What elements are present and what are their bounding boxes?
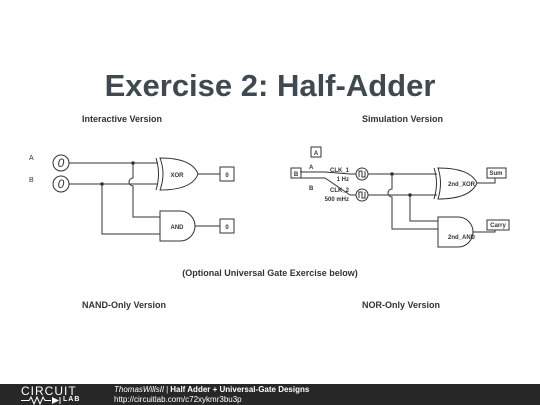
- wire-a-label: A: [309, 165, 314, 171]
- circuit-diagrams: A B 0 0 XOR AND 0 0: [29, 146, 510, 248]
- nand-only-heading: NAND-Only Version: [82, 300, 167, 310]
- sim-and-gate: [437, 216, 474, 248]
- flag-b-label: B: [294, 172, 299, 178]
- wire-clk1-to-and: [387, 174, 438, 230]
- logo-circuit-text: CIRCUIT: [21, 384, 77, 398]
- simulation-version-heading: Simulation Version: [362, 114, 444, 124]
- sum-label: Sum: [489, 171, 502, 177]
- carry-label: Carry: [490, 223, 506, 229]
- clk-2-wave-icon: [358, 191, 366, 199]
- footer-info: ThomasWillsII|Half Adder + Universal-Gat…: [114, 385, 309, 405]
- nor-only-heading: NOR-Only Version: [362, 300, 441, 310]
- wire-a-to-and: [128, 163, 160, 218]
- simulation-junctions: [390, 172, 412, 197]
- sim-xor-label: 2nd_XOR: [448, 182, 476, 188]
- and-output-value: 0: [225, 225, 229, 231]
- wire-b-label: B: [309, 186, 314, 192]
- sim-junction-b: [408, 193, 412, 197]
- input-a-label: A: [29, 155, 34, 162]
- carry-flag: [486, 219, 510, 231]
- sim-xor-back-arc: [433, 167, 437, 200]
- interactive-version-heading: Interactive Version: [82, 114, 163, 124]
- xor-gate: [159, 157, 199, 191]
- interactive-junctions: [100, 161, 135, 186]
- sum-flag: [486, 167, 507, 179]
- sim-xor-gate: [437, 167, 478, 200]
- clk-2-frequency: 500 mHz: [325, 197, 349, 203]
- wire-sum: [477, 178, 496, 184]
- input-b-label: B: [29, 177, 34, 184]
- junction-a: [131, 161, 135, 165]
- and-gate-label: AND: [171, 225, 185, 231]
- and-output-probe: [219, 218, 235, 234]
- design-url[interactable]: http://circuitlab.com/c72xykmr3bu3p: [114, 395, 242, 404]
- wire-b-to-and: [101, 184, 160, 235]
- interactive-circuit: [52, 154, 235, 242]
- optional-exercise-note: (Optional Universal Gate Exercise below): [182, 268, 358, 278]
- toggle-input-a[interactable]: [52, 154, 70, 172]
- author-name[interactable]: ThomasWillsII: [114, 385, 165, 394]
- flag-a: [310, 146, 322, 158]
- wire-clk2-to-and: [409, 195, 438, 222]
- wire-carry: [473, 230, 496, 233]
- circuitlab-logo[interactable]: CIRCUIT LAB: [21, 385, 99, 405]
- clk-2-name: CLK_2: [330, 188, 350, 194]
- and-gate: [159, 210, 196, 242]
- design-title[interactable]: Half Adder + Universal-Gate Designs: [170, 385, 310, 394]
- logo-lab-text: LAB: [63, 396, 81, 403]
- flag-b: [290, 167, 302, 179]
- sim-and-label: 2nd_AND: [448, 235, 476, 241]
- toggle-input-b[interactable]: [52, 175, 70, 193]
- simulation-circuit: [290, 146, 510, 248]
- xor-gate-label: XOR: [170, 173, 184, 179]
- input-b-value[interactable]: 0: [58, 177, 65, 191]
- xor-gate-back-arc: [155, 157, 159, 191]
- clk-1-frequency: 1 Hz: [337, 177, 349, 183]
- xor-output-value: 0: [225, 173, 229, 179]
- junction-b: [100, 182, 104, 186]
- clk-1-name: CLK_1: [330, 168, 350, 174]
- flag-a-label: A: [314, 151, 319, 157]
- logo-resistor-icon: [21, 396, 61, 405]
- footer-bar: CIRCUIT LAB ThomasWillsII|Half Adder + U…: [0, 384, 540, 405]
- sim-junction-a: [390, 172, 394, 176]
- clk-1-wave-icon: [358, 170, 366, 178]
- page-title: Exercise 2: Half-Adder: [104, 68, 436, 103]
- input-a-value[interactable]: 0: [58, 156, 65, 170]
- xor-output-probe: [219, 166, 235, 182]
- footer-separator: |: [166, 385, 169, 394]
